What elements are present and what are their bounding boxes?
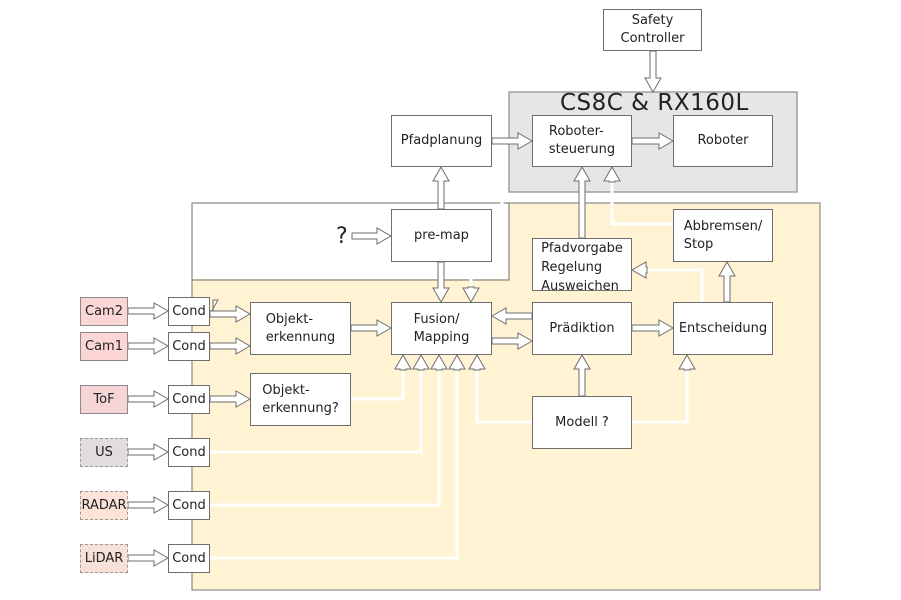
- arrow-entscheidung-to-abbremsen: [718, 260, 736, 303]
- arrow-abbremsen-to-robotersteuerung-fill: [610, 181, 673, 226]
- arrow-cond-cam1-to-objekterkennung: [209, 337, 252, 355]
- arrow-fusion-to-praediktion: [491, 332, 534, 350]
- cond-node-cam1[interactable]: Cond: [168, 332, 210, 361]
- unknown-input-label: ?: [336, 224, 348, 249]
- sensor-tof[interactable]: ToF: [80, 385, 128, 414]
- arrow-objekterkennung2-to-fusion-head: [394, 353, 412, 371]
- arrow-objekterkennung-to-fusion: [350, 319, 393, 337]
- objekterkennung-unsure-node[interactable]: Objekt- erkennung?: [250, 373, 351, 426]
- arrow-objekterkennung2-to-fusion-fill: [351, 369, 405, 401]
- arrow-abbremsen-to-robotersteuerung-head: [603, 165, 621, 183]
- arrow-sensor-2-to-cond: [127, 390, 170, 408]
- arrow-praediktion-to-entscheidung: [631, 319, 675, 337]
- arrow-entscheidung-to-pfadvorgabe-head: [630, 261, 648, 279]
- arrow-praediktion-to-fusion: [490, 307, 533, 325]
- arrow-pfadplanung-to-fusion-head: [462, 286, 480, 304]
- arrow-sensor-5-to-cond: [127, 549, 170, 567]
- objekterkennung-node[interactable]: Objekt- erkennung: [250, 302, 351, 355]
- abbremsen-stop-node[interactable]: Abbremsen/ Stop: [673, 209, 773, 262]
- arrow-sensor-3-to-cond: [127, 443, 170, 461]
- arrow-unknown-to-premap: [351, 227, 393, 245]
- cond-node-lidar[interactable]: Cond: [168, 544, 210, 573]
- arrow-cond-cam2-to-objekterkennung-b: [209, 305, 252, 323]
- arrow-modell-to-fusion-head: [468, 353, 486, 371]
- praediktion-node[interactable]: Prädiktion: [532, 302, 632, 355]
- modell-node[interactable]: Modell ?: [532, 396, 632, 449]
- arrow-us-to-fusion-head: [412, 353, 430, 371]
- sensor-radar[interactable]: RADAR: [80, 491, 128, 520]
- arrow-modell-to-entscheidung-fill: [632, 369, 689, 424]
- cond-node-us[interactable]: Cond: [168, 438, 210, 467]
- arrow-radar-to-fusion-fill: [210, 369, 441, 507]
- entscheidung-node[interactable]: Entscheidung: [673, 302, 773, 355]
- arrow-pfadplanung-to-robotersteuerung: [491, 132, 534, 150]
- area-notch-border: [192, 203, 510, 281]
- cond-node-cam2[interactable]: Cond: [168, 297, 210, 326]
- arrow-lidar-to-fusion-head: [448, 353, 466, 371]
- arrow-premap-to-fusion: [432, 261, 450, 304]
- arrow-safety-to-robot-system: [644, 50, 662, 94]
- arrow-pfadvorgabe-to-robotersteuerung: [573, 165, 591, 239]
- arrow-sensor-0-to-cond: [127, 302, 170, 320]
- sensor-us[interactable]: US: [80, 438, 128, 467]
- arrow-cond-tof-to-objekterkennung: [209, 390, 252, 408]
- pfadvorgabe-node[interactable]: Pfadvorgabe Regelung Ausweichen: [532, 238, 632, 294]
- safety-controller-node[interactable]: Safety Controller: [603, 9, 702, 51]
- fusion-mapping-node[interactable]: Fusion/ Mapping: [391, 302, 492, 355]
- arrow-robotersteuerung-to-roboter: [631, 132, 675, 150]
- roboter-node[interactable]: Roboter: [673, 115, 773, 167]
- arrow-premap-to-pfadplanung: [432, 165, 450, 210]
- arrow-sensor-4-to-cond: [127, 496, 170, 514]
- arrow-modell-to-entscheidung-head: [678, 353, 696, 371]
- sensor-lidar[interactable]: LiDAR: [80, 544, 128, 573]
- arrow-us-to-fusion-fill: [210, 369, 423, 454]
- arrow-pfadplanung-to-fusion-fill: [469, 167, 504, 288]
- arrow-sensor-1-to-cond: [127, 337, 170, 355]
- pfadplanung-node[interactable]: Pfadplanung: [391, 115, 492, 167]
- robot-system-title: CS8C & RX160L: [560, 90, 749, 116]
- robotersteuerung-node[interactable]: Roboter- steuerung: [532, 115, 632, 167]
- arrow-entscheidung-to-pfadvorgabe-fill: [646, 268, 704, 302]
- edges-layer: [127, 50, 736, 567]
- sensor-cam2[interactable]: Cam2: [80, 297, 128, 326]
- arrow-radar-to-fusion-head: [430, 353, 448, 371]
- pre-map-node[interactable]: pre-map: [391, 209, 492, 262]
- arrow-modell-to-fusion-fill: [475, 369, 532, 424]
- arrow-modell-to-praediktion: [573, 353, 591, 397]
- cond-node-radar[interactable]: Cond: [168, 491, 210, 520]
- sensor-cam1[interactable]: Cam1: [80, 332, 128, 361]
- arrow-lidar-to-fusion-fill: [210, 369, 459, 560]
- cond-node-tof[interactable]: Cond: [168, 385, 210, 414]
